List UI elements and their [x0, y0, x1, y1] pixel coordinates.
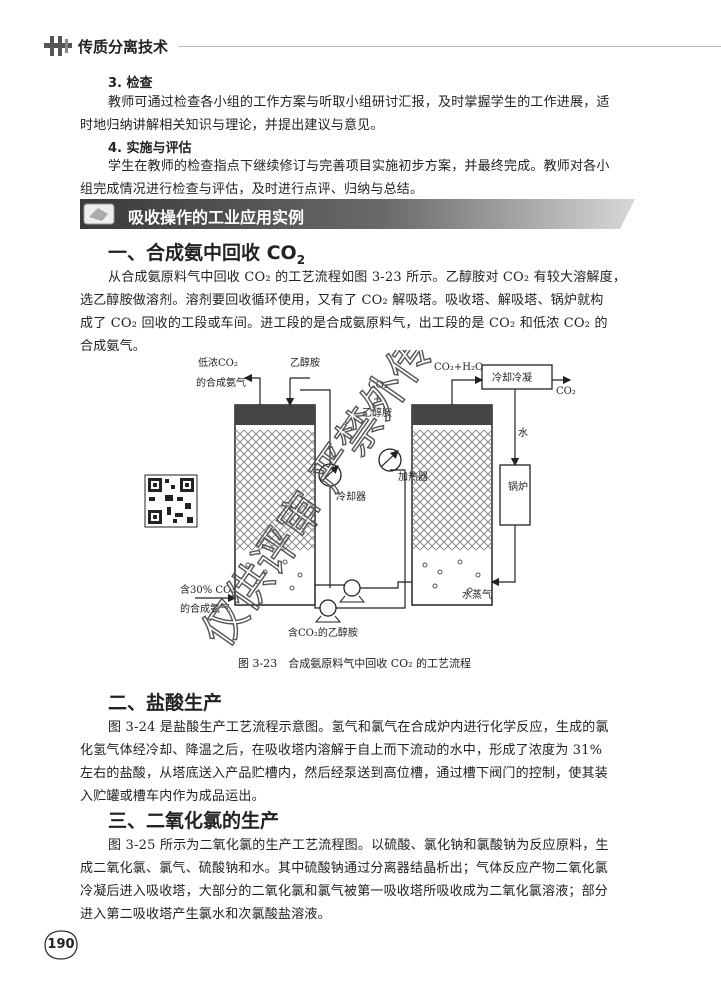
label-co2-out: CO₂ — [556, 386, 576, 397]
boiler-box — [499, 464, 531, 526]
label-water: 水 — [518, 427, 528, 439]
label-steam: 水蒸气 — [462, 588, 492, 601]
header-title: 传质分离技术 — [78, 38, 169, 56]
page-number-badge — [44, 930, 78, 960]
part1-text: 从合成氨原料气中回收 CO₂ 的工艺流程如图 3-23 所示。乙醇胺对 CO₂ … — [80, 270, 627, 354]
section3-heading: 3. 检查 — [108, 76, 153, 91]
label-ethanolamine-2: 乙醇胺 — [362, 406, 392, 419]
heater-heat-exchanger-icon — [378, 448, 402, 472]
part3-title: 三、二氧化氯的生产 — [108, 810, 280, 832]
label-boiler: 锅炉 — [508, 481, 528, 493]
cooler-heat-exchanger-icon — [318, 463, 342, 487]
part2-title: 二、盐酸生产 — [108, 692, 223, 714]
condenser-box — [481, 364, 553, 390]
part2-text: 图 3-24 是盐酸生产工艺流程示意图。氢气和氯气在合成炉内进行化学反应，生成的… — [80, 720, 609, 804]
label-condenser: 冷却冷凝 — [492, 371, 532, 384]
part3-text: 图 3-25 所示为二氧化氯的生产工艺流程图。以硫酸、氯化钠和氯酸钠为反应原料，… — [80, 838, 609, 922]
header-rule — [178, 46, 721, 47]
process-flow-diagram: 低浓CO₂ 的合成氨气 乙醇胺 CO₂ + 乙醇胺 CO₂+H₂O 冷却冷凝 C… — [144, 350, 576, 650]
figure-caption: 图 3-23 合成氨原料气中回收 CO₂ 的工艺流程 — [238, 657, 472, 670]
label-co2-h2o: CO₂+H₂O — [434, 362, 483, 373]
section-banner — [80, 199, 635, 229]
piping-lines — [195, 373, 572, 609]
absorption-tower — [234, 404, 316, 606]
label-ethanolamine: 乙醇胺 — [290, 356, 320, 369]
qr-code-icon — [144, 474, 198, 528]
section3-text: 教师可通过检查各小组的工作方案与听取小组研讨汇报，及时掌握学生的工作进展，适 时… — [80, 95, 610, 133]
label-cooler: 冷却器 — [336, 490, 366, 503]
label-plus: + — [373, 394, 381, 405]
label-low-co2: 低浓CO₂ — [198, 356, 238, 369]
label-feed-line2: 的合成氨气 — [180, 602, 230, 615]
stripping-tower — [411, 404, 493, 606]
pump-lower-icon — [314, 599, 342, 623]
section4-heading: 4. 实施与评估 — [108, 141, 192, 156]
label-rich-amine: 含CO₂的乙醇胺 — [288, 626, 358, 639]
watermark: 仅供评审 严禁外传 — [192, 350, 445, 650]
page-number: 190 — [47, 937, 75, 952]
part1-title: 一、合成氨中回收 CO2 — [108, 242, 306, 267]
banner-title: 吸收操作的工业应用实例 — [128, 208, 305, 227]
label-co2-in: CO₂ — [368, 380, 388, 391]
section4-text: 学生在教师的检查指点下继续修订与完善项目实施初步方案，并最终完成。教师对各小 组… — [80, 159, 610, 197]
label-feed-line1: 含30% CO₂ — [180, 583, 235, 596]
svg-text:仅供评审 严禁外传: 仅供评审 严禁外传 — [192, 350, 444, 650]
header-logo-icon — [44, 36, 72, 56]
pump-upper-icon — [338, 579, 366, 603]
label-syngas-out: 的合成氨气 — [196, 376, 246, 389]
label-heater: 加热器 — [398, 470, 428, 483]
